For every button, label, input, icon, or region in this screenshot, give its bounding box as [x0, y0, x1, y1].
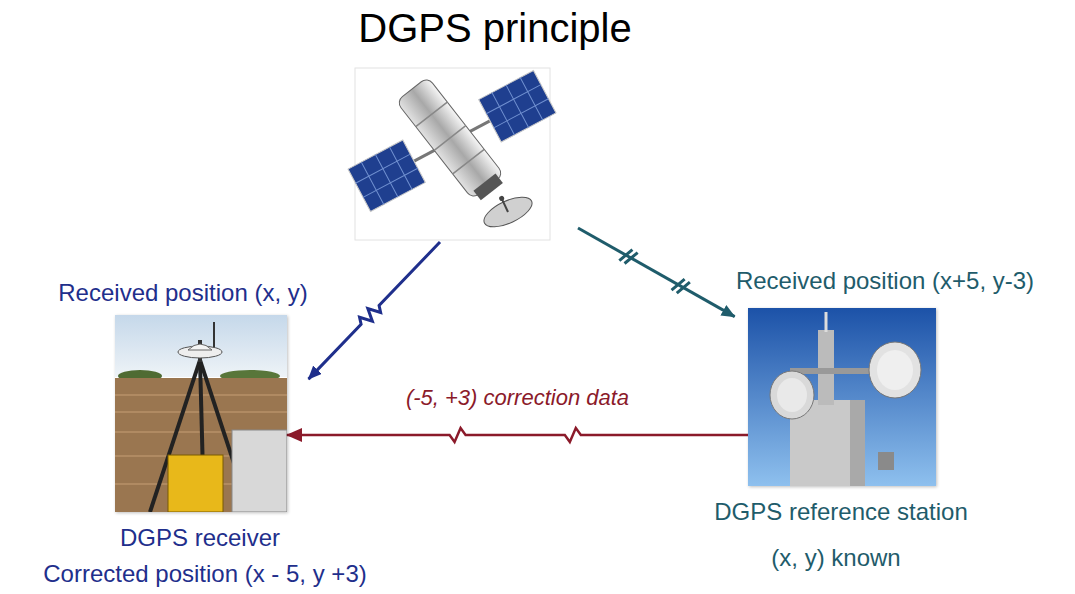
solar-panels: [348, 140, 425, 211]
satellite-signal-to-station: [574, 221, 739, 324]
receiver-box: Received position (x, y)DGPS receiverCor…: [115, 315, 287, 512]
satellite-body: [416, 102, 484, 174]
diagram-title: DGPS principle: [358, 4, 631, 52]
solar-panels: [348, 140, 425, 211]
station-name: DGPS receiver: [120, 524, 280, 553]
satellite-illustration: [348, 68, 556, 240]
reference-station-photo: [748, 308, 936, 486]
position-label: (x, y) known: [771, 544, 900, 573]
satellite-signal-to-receiver: [304, 238, 444, 383]
satellite-dish: [477, 185, 536, 233]
satellite-signal-to-station: [619, 247, 690, 296]
satellite-body: [396, 77, 508, 204]
receiver-photo: [232, 430, 287, 512]
receiver-photo: [188, 344, 212, 350]
position-label: Corrected position (x - 5, y +3): [43, 560, 366, 589]
reference-station-box: Received position (x+5, y-3)DGPS referen…: [748, 308, 936, 486]
satellite-dish: [498, 195, 505, 202]
reference-station-photo: [748, 308, 936, 486]
receiver-photo: [168, 455, 223, 512]
station-name: DGPS reference station: [714, 498, 967, 527]
reference-station-photo: [878, 452, 894, 470]
solar-panels: [348, 71, 556, 212]
reference-station-photo: [770, 371, 814, 419]
reference-station-photo: [777, 378, 807, 412]
correction-data-link: [287, 428, 748, 442]
edge-label: (-5, +3) correction data: [403, 385, 632, 411]
satellite-signal-to-station: [578, 228, 735, 317]
receiver-photo: [213, 322, 215, 350]
reference-station-photo: [877, 350, 913, 390]
position-label: Received position (x+5, y-3): [736, 267, 1034, 296]
receiver-photo: [115, 315, 287, 512]
solar-panels: [479, 71, 556, 142]
satellite-dish: [480, 191, 536, 233]
satellite-body: [473, 174, 502, 201]
position-label: Received position (x, y): [58, 279, 307, 308]
solar-panels: [479, 71, 556, 142]
reference-station-photo: [869, 342, 921, 398]
reference-station-photo: [825, 312, 828, 332]
satellite-signal-to-receiver: [304, 238, 444, 383]
reference-station-photo: [818, 330, 834, 405]
satellite-dish: [502, 199, 508, 212]
reference-station-photo: [850, 400, 865, 486]
